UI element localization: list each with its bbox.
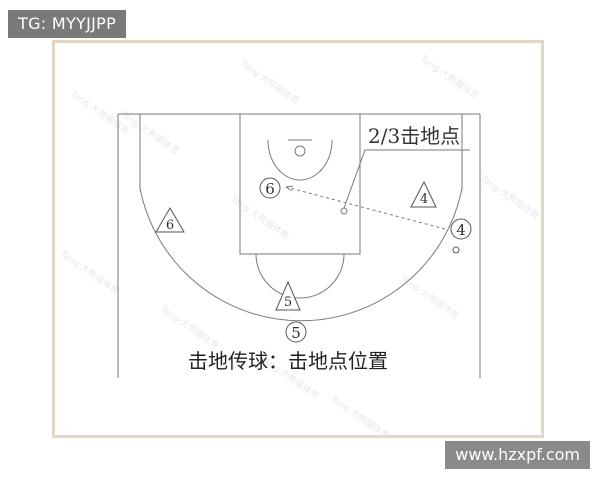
diagram-caption: 击地传球：击地点位置 xyxy=(188,349,388,373)
svg-text:Tang·大熊猫体育: Tang·大熊猫体育 xyxy=(477,172,541,222)
callout-leader-line xyxy=(343,149,470,209)
bounce-point-label: 2/3击地点 xyxy=(368,124,460,148)
defender-6-number: 6 xyxy=(166,218,174,233)
bounce-pass-path xyxy=(285,149,470,230)
free-throw-arc xyxy=(255,253,345,299)
watermark-tag-label: TG: MYYJJPP xyxy=(8,10,127,38)
bounce-point-marker xyxy=(340,207,348,215)
pass-arrowhead xyxy=(285,185,294,192)
court-lines xyxy=(117,113,481,378)
defender-4: 4 xyxy=(410,180,437,208)
site-watermark-label: www.hzxpf.com xyxy=(445,441,590,469)
defender-5-number: 5 xyxy=(284,295,292,310)
svg-text:Tang·大熊猫体育: Tang·大熊猫体育 xyxy=(327,392,391,442)
offense-4: 4 xyxy=(450,218,472,254)
offense-5-number: 5 xyxy=(291,324,301,342)
background-watermarks: Tang·大熊猫体育 Tang·大熊猫体育 Tang·大熊猫体育 Tang·大熊… xyxy=(57,52,541,442)
defender-5: 5 xyxy=(275,280,301,311)
hoop xyxy=(294,145,306,157)
ball-icon xyxy=(452,246,460,254)
offense-6: 6 xyxy=(259,177,281,199)
defender-4-number: 4 xyxy=(420,192,428,207)
svg-text:Tang·大熊猫体育: Tang·大熊猫体育 xyxy=(397,272,461,322)
svg-text:Tang·大熊猫体育: Tang·大熊猫体育 xyxy=(417,52,481,102)
offense-5: 5 xyxy=(285,321,307,343)
paint-lane xyxy=(239,113,361,255)
svg-text:Tang·大熊猫体育: Tang·大熊猫体育 xyxy=(237,57,301,107)
svg-text:Tang·大熊猫体育: Tang·大熊猫体育 xyxy=(157,302,221,352)
svg-text:Tang·大熊猫体育: Tang·大熊猫体育 xyxy=(227,192,291,242)
restricted-area-arc xyxy=(267,139,333,181)
offense-4-number: 4 xyxy=(456,221,466,239)
offense-6-number: 6 xyxy=(265,180,275,198)
defender-6: 6 xyxy=(155,207,185,233)
three-point-arc xyxy=(139,187,463,322)
svg-text:Tang·大熊猫体育: Tang·大熊猫体育 xyxy=(57,247,121,297)
